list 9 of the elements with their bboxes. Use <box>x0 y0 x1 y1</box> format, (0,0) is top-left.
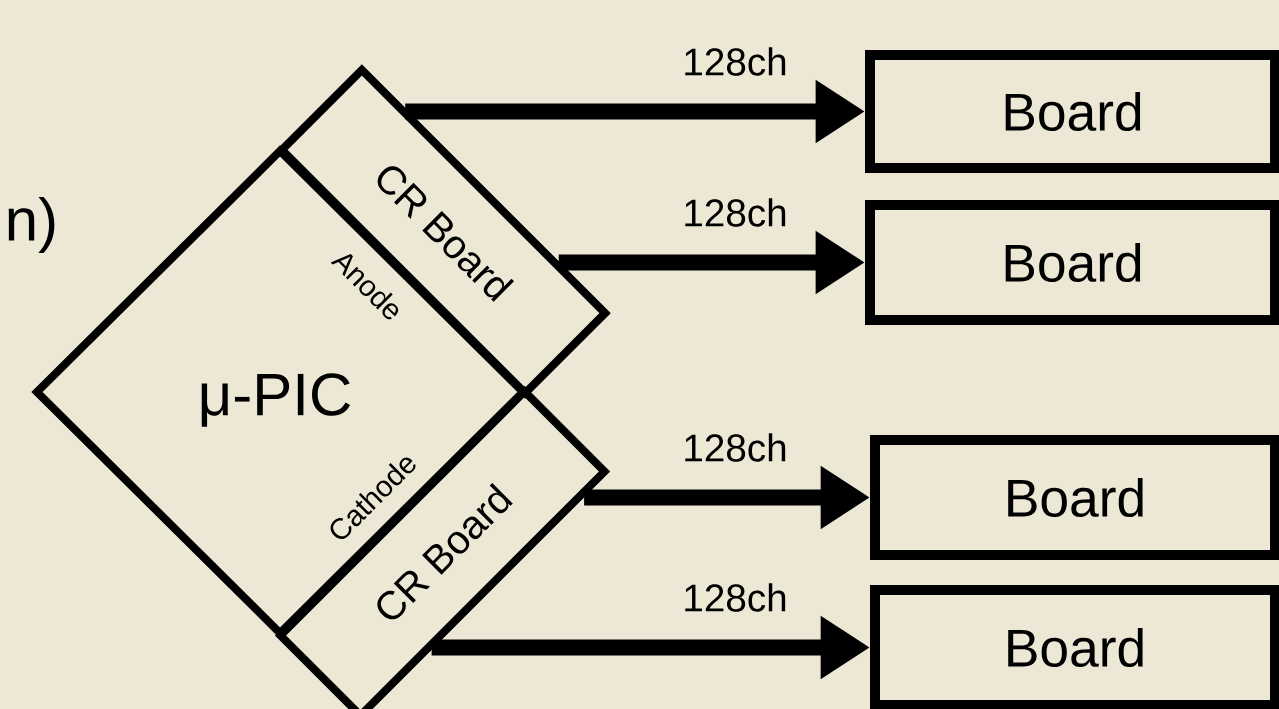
board-box: Board <box>864 200 1279 325</box>
edge-label: 128ch <box>685 47 786 76</box>
edge-label: 128ch <box>685 198 786 227</box>
edge-label: 128ch <box>685 583 786 612</box>
board-box: Board <box>870 435 1279 560</box>
label: n) <box>8 197 55 253</box>
board-box: Board <box>864 49 1279 174</box>
edge-label: 128ch <box>685 433 786 462</box>
board-box: Board <box>870 585 1279 709</box>
